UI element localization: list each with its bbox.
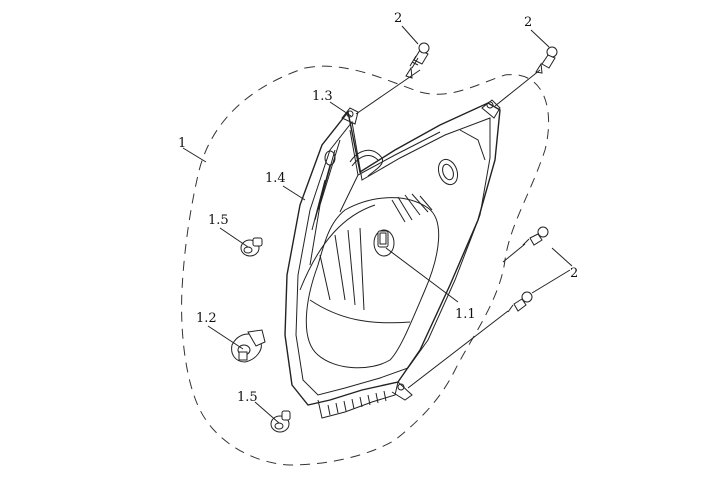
headlight-housing xyxy=(284,99,501,419)
label-clip-upper: 1.5 xyxy=(208,213,229,228)
screw-right-lower xyxy=(507,291,533,313)
label-clip-lower: 1.5 xyxy=(237,390,258,405)
label-socket: 1.2 xyxy=(196,311,217,326)
screw-right-upper xyxy=(522,226,549,246)
socket-part xyxy=(231,329,266,363)
bulb-part xyxy=(373,229,395,257)
leader-lines xyxy=(182,25,573,424)
label-housing: 1.4 xyxy=(265,171,286,186)
label-screw-top-right: 2 xyxy=(524,15,532,30)
screw-top-right xyxy=(535,46,558,74)
assembly-boundary xyxy=(181,65,550,466)
label-bracket: 1.3 xyxy=(312,89,333,104)
label-assembly: 1 xyxy=(178,136,186,151)
label-screw-top-left: 2 xyxy=(394,11,402,26)
clip-lower xyxy=(270,410,291,433)
clip-upper xyxy=(240,237,263,257)
label-bulb: 1.1 xyxy=(455,307,476,322)
label-screw-right: 2 xyxy=(570,266,578,281)
screw-top-left xyxy=(405,42,430,79)
